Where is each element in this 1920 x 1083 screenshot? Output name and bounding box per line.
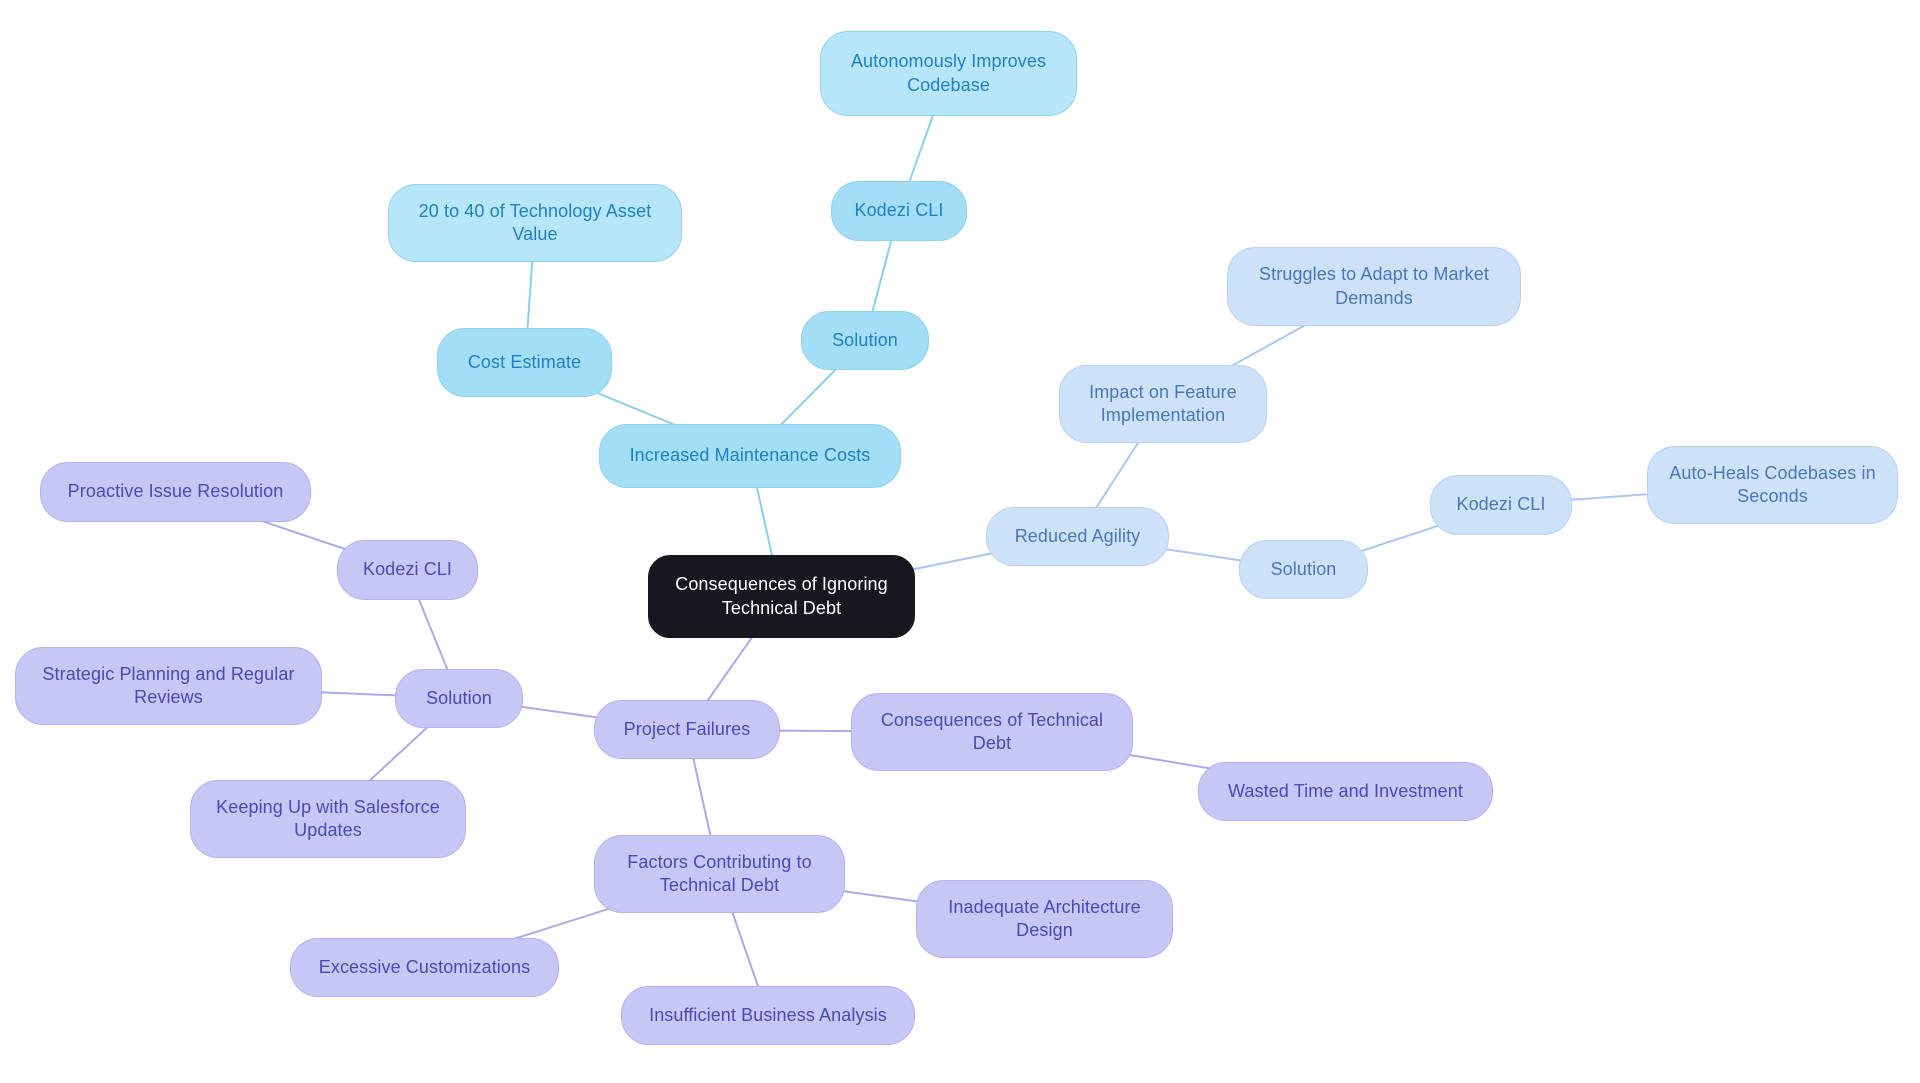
node-increased-maintenance-costs: Increased Maintenance Costs (599, 424, 901, 488)
node-consequences-of-technical-debt: Consequences of Technical Debt (851, 693, 1133, 771)
node-tech-asset-value: 20 to 40 of Technology Asset Value (388, 184, 682, 262)
node-solution-failures: Solution (395, 669, 523, 728)
node-kodezi-cli-failures: Kodezi CLI (337, 540, 478, 600)
node-cost-estimate: Cost Estimate (437, 328, 612, 397)
node-wasted-time-investment: Wasted Time and Investment (1198, 762, 1493, 821)
node-excessive-customizations: Excessive Customizations (290, 938, 559, 997)
node-solution-maintenance: Solution (801, 311, 929, 370)
node-project-failures: Project Failures (594, 700, 780, 759)
node-solution-agility: Solution (1239, 540, 1368, 599)
node-central-root: Consequences of Ignoring Technical Debt (648, 555, 915, 638)
node-strategic-planning: Strategic Planning and Regular Reviews (15, 647, 322, 725)
node-autonomously-improves-codebase: Autonomously Improves Codebase (820, 31, 1077, 116)
node-kodezi-cli-maintenance: Kodezi CLI (831, 181, 967, 241)
node-keeping-up-salesforce: Keeping Up with Salesforce Updates (190, 780, 466, 858)
node-auto-heals-codebases: Auto-Heals Codebases in Seconds (1647, 446, 1898, 524)
node-impact-on-feature: Impact on Feature Implementation (1059, 365, 1267, 443)
node-factors-contributing: Factors Contributing to Technical Debt (594, 835, 845, 913)
node-struggles-to-adapt: Struggles to Adapt to Market Demands (1227, 247, 1521, 326)
node-reduced-agility: Reduced Agility (986, 507, 1169, 566)
node-inadequate-architecture: Inadequate Architecture Design (916, 880, 1173, 958)
node-kodezi-cli-agility: Kodezi CLI (1430, 475, 1572, 535)
node-insufficient-business-analysis: Insufficient Business Analysis (621, 986, 915, 1045)
node-proactive-issue-resolution: Proactive Issue Resolution (40, 462, 311, 522)
